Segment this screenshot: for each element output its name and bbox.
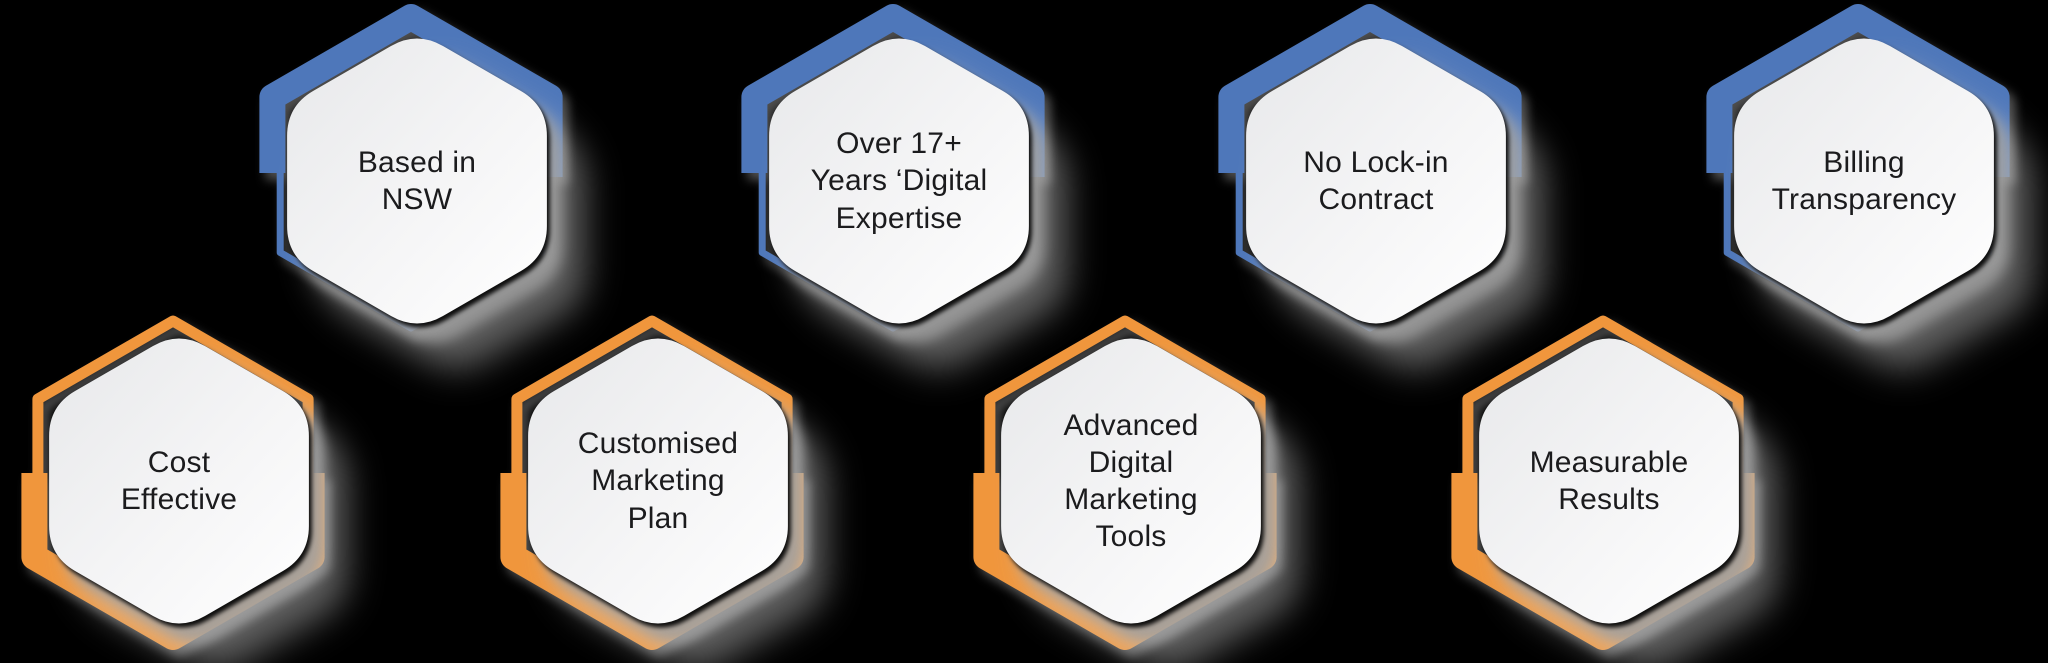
- hex-label-cost-effective: Cost Effective: [120, 445, 238, 516]
- hex-label-no-lock-in-contract: No Lock-in Contract: [1303, 145, 1449, 216]
- hex-card-advanced-digital-marketing-tools: Advanced Digital Marketing Tools: [939, 291, 1311, 663]
- hex-label-advanced-digital-marketing-tools: Advanced Digital Marketing Tools: [1063, 408, 1199, 554]
- hex-card-cost-effective: Cost Effective: [0, 291, 359, 663]
- hex-card-customised-marketing-plan: Customised Marketing Plan: [466, 291, 838, 663]
- hex-label-digital-expertise: Over 17+ Years ‘Digital Expertise: [810, 127, 988, 235]
- hex-card-measurable-results: Measurable Results: [1417, 291, 1789, 663]
- hex-label-measurable-results: Measurable Results: [1529, 445, 1689, 516]
- hex-label-customised-marketing-plan: Customised Marketing Plan: [577, 427, 739, 535]
- hex-label-based-in-nsw: Based in NSW: [357, 145, 477, 216]
- hex-label-billing-transparency: Billing Transparency: [1771, 145, 1957, 216]
- hex-card-digital-expertise: Over 17+ Years ‘Digital Expertise: [707, 0, 1079, 363]
- hex-card-billing-transparency: Billing Transparency: [1672, 0, 2044, 363]
- hex-card-no-lock-in-contract: No Lock-in Contract: [1184, 0, 1556, 363]
- hex-card-based-in-nsw: Based in NSW: [225, 0, 597, 363]
